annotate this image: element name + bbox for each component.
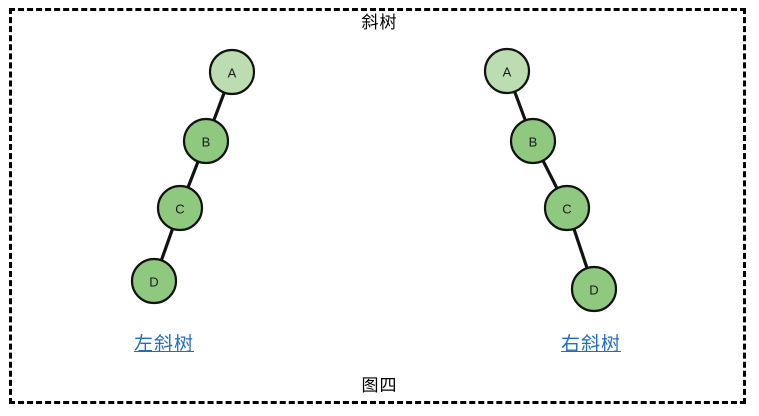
tree-node-B[interactable] (509, 117, 557, 165)
tree-edge-B-C (185, 158, 201, 191)
tree-label-left-skew[interactable]: 左斜树 (134, 334, 195, 355)
tree-edge-C-D (159, 225, 175, 264)
tree-edge-C-D (571, 225, 590, 272)
tree-node-D[interactable] (130, 257, 178, 305)
tree-edge-A-B (512, 88, 528, 124)
tree-node-C[interactable] (543, 184, 591, 232)
figure-caption: 图四 (361, 376, 398, 395)
figure-dashed-border (9, 8, 746, 404)
tree-node-A[interactable] (483, 47, 531, 95)
tree-label-right-skew[interactable]: 右斜树 (561, 334, 622, 355)
figure-title: 斜树 (361, 13, 398, 32)
tree-node-D[interactable] (570, 265, 618, 313)
tree-edge-B-C (540, 157, 560, 192)
tree-node-C[interactable] (156, 184, 204, 232)
tree-edge-A-B (211, 89, 227, 124)
tree-node-B[interactable] (182, 117, 230, 165)
tree-node-A[interactable] (208, 48, 256, 96)
